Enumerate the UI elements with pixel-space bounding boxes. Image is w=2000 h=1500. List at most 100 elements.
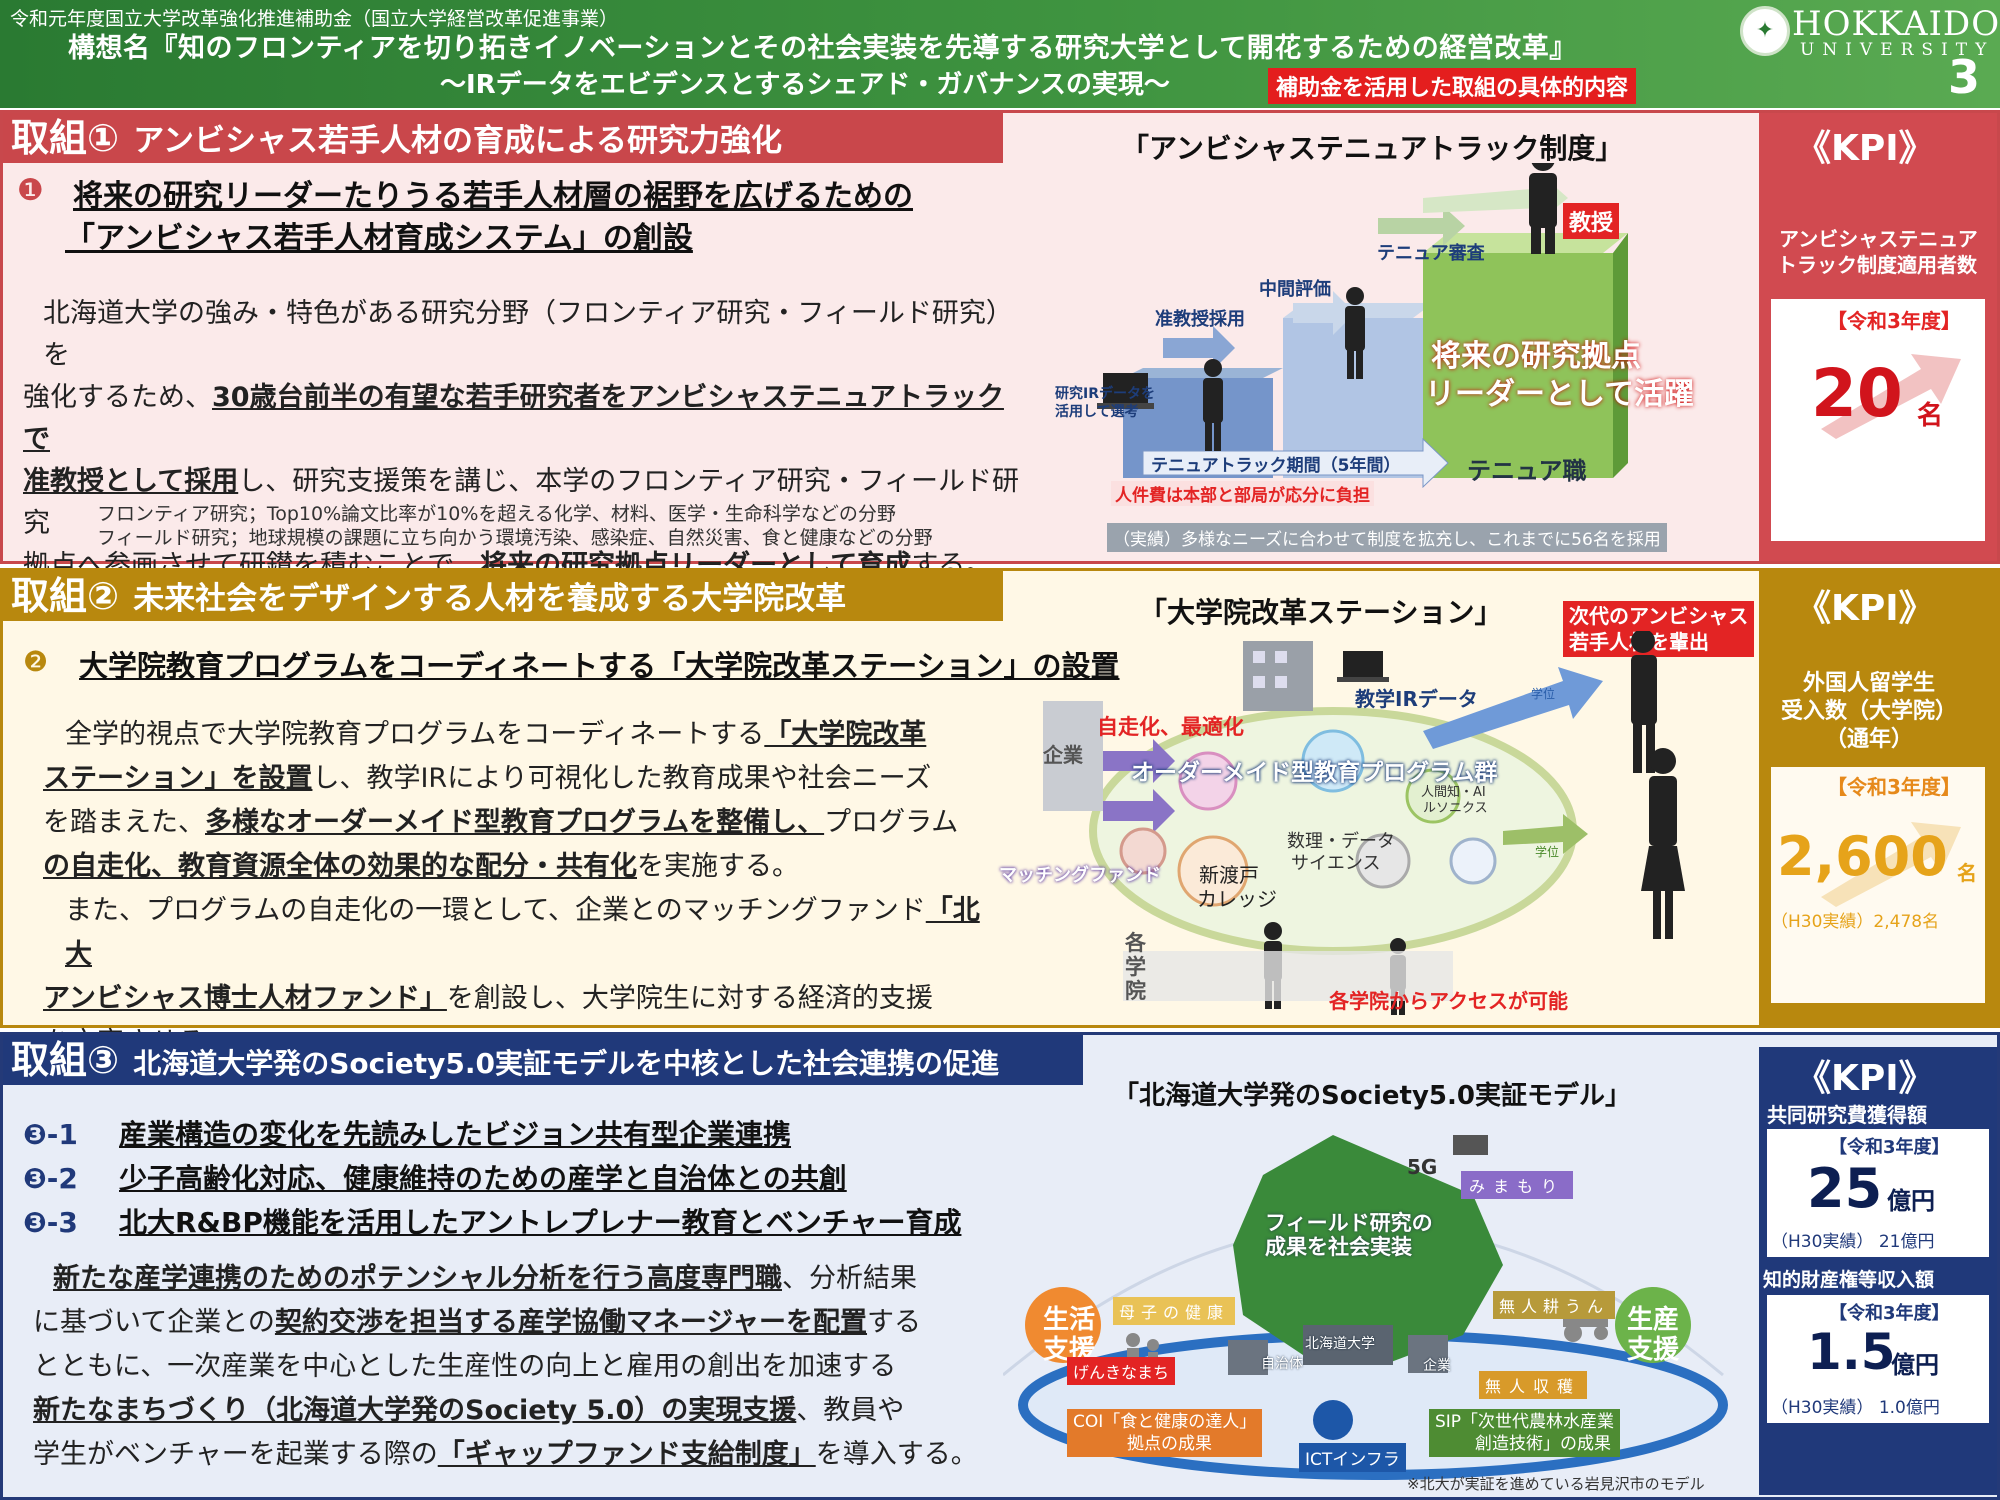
label-datasci2: サイエンス bbox=[1291, 853, 1381, 874]
s2-line6a: アンビシャス博士人材ファンド」 bbox=[43, 983, 447, 1014]
label-tenure-post: テニュア職 bbox=[1467, 457, 1587, 485]
label-field2: 成果を社会実装 bbox=[1265, 1235, 1412, 1259]
s3-line1a: 新たな産学連携のためのポテンシャル分析を行う高度専門職 bbox=[53, 1263, 782, 1294]
s3-line4: 新たなまちづくり（北海道大学発のSociety 5.0）の実現支援、教員や bbox=[33, 1389, 1013, 1433]
kpi-3-panel: 《KPI》 共同研究費獲得額 【令和3年度】 25 億円 （H30実績） 21億… bbox=[1759, 1047, 1997, 1495]
kpi-2-unit: 名 bbox=[1957, 861, 1977, 885]
label-coi: COI「食と健康の達人」 拠点の成果 bbox=[1067, 1409, 1263, 1457]
kpi-1-label1: アンビシャステニュア bbox=[1779, 227, 1978, 251]
s2-line5: また、プログラムの自走化の一環として、企業とのマッチングファンド「北大 bbox=[65, 889, 1003, 977]
s1-note-frontier: フロンティア研究；Top10%論文比率が10%を超える化学、材料、医学・生命科学… bbox=[97, 503, 896, 525]
s3-item-num: ❸-2 bbox=[23, 1162, 78, 1195]
kpi-3b-unit: 億円 bbox=[1891, 1351, 1939, 1379]
ict-icon bbox=[1313, 1400, 1353, 1440]
s1-note-field: フィールド研究；地球規模の課題に立ち向かう環境汚染、感染症、自然災害、食と健康な… bbox=[97, 527, 933, 549]
page-subtitle: ～IRデータをエビデンスとするシェアド・ガバナンスの実現～ bbox=[440, 70, 1170, 100]
label-mid-eval: 中間評価 bbox=[1259, 279, 1331, 300]
bullet-1-icon: ❶ bbox=[17, 173, 44, 208]
s1-line1: 北海道大学の強み・特色がある研究分野（フロンティア研究・フィールド研究）を bbox=[43, 298, 1013, 371]
label-5g: 5G bbox=[1407, 1155, 1438, 1179]
s2-heading: 大学院教育プログラムをコーディネートする「大学院改革ステーション」の設置 bbox=[79, 649, 1120, 683]
page-number: 3 bbox=[1948, 50, 1981, 104]
company-icon bbox=[1408, 1335, 1448, 1373]
kpi-1-box: 【令和3年度】 20 名 bbox=[1771, 299, 1985, 541]
person-icon bbox=[1641, 748, 1685, 939]
kpi-3b-label: 知的財産権等収入額 bbox=[1763, 1269, 1935, 1291]
label-life1: 生活 bbox=[1043, 1305, 1096, 1335]
person-icon bbox=[1529, 163, 1557, 254]
label-period: テニュアトラック期間（5年間） bbox=[1151, 456, 1401, 476]
s2-line2: ステーション」を設置し、教学IRにより可視化した教育成果や社会ニーズ bbox=[43, 757, 1003, 801]
label-genki: げんきなまち bbox=[1067, 1357, 1176, 1385]
label-degree-1: 学位 bbox=[1531, 687, 1556, 701]
kpi-1-value: 20 bbox=[1811, 355, 1903, 432]
kpi-3a-unit: 億円 bbox=[1887, 1187, 1935, 1215]
kpi-2-panel: 《KPI》 外国人留学生 受入数（大学院） （通年） 【令和3年度】 2,600… bbox=[1759, 571, 1997, 1025]
kpi-1-unit: 名 bbox=[1917, 401, 1944, 431]
label-ict: ICTインフラ bbox=[1299, 1443, 1406, 1472]
s3-line4b: 、教員や bbox=[796, 1395, 905, 1426]
label-company: 企業 bbox=[1043, 743, 1083, 767]
label-ir-use1: 研究IRデータを bbox=[1055, 386, 1155, 402]
s3-item-list: ❸-1 産業構造の変化を先読みしたビジョン共有型企業連携 ❸-2 少子高齢化対応、健… bbox=[23, 1113, 961, 1245]
kpi-3b-value: 1.5 bbox=[1807, 1323, 1896, 1381]
bullet-2-icon: ❷ bbox=[23, 645, 49, 678]
person-icon bbox=[1203, 359, 1223, 451]
initiative-2-number: 取組② bbox=[11, 574, 120, 618]
campus-building-icon bbox=[1303, 1325, 1393, 1365]
company-building-icon bbox=[1043, 701, 1103, 811]
label-each-school: 各学院 bbox=[1125, 931, 1146, 1003]
kpi-3a-year: 【令和3年度】 bbox=[1829, 1137, 1950, 1158]
s3-line2b: 契約交渉を担当する産学協働マネージャーを配置 bbox=[274, 1307, 868, 1338]
s3-line5b: 「ギャップファンド支給制度」 bbox=[437, 1439, 816, 1470]
s3-item-text: 少子高齢化対応、健康維持のための産学と自治体との共創 bbox=[119, 1162, 847, 1195]
label-assoc-hire: 准教授採用 bbox=[1155, 309, 1245, 330]
s1-line3: 准教授として採用し、研究支援策を講じ、本学のフロンティア研究・フィールド研究 bbox=[23, 461, 1023, 545]
kpi-3a-prev: （H30実績） 21億円 bbox=[1771, 1232, 1935, 1252]
laptop-icon bbox=[1103, 373, 1148, 403]
s1-line2b: 30歳台前半の有望な若手研究者をアンビシャステニュアトラックで bbox=[23, 382, 1004, 455]
label-sip: SIP「次世代農林水産業 創造技術」の成果 bbox=[1429, 1409, 1621, 1457]
s2-body: 全学的視点で大学院教育プログラムをコーディネートする「大学院改革 ステーション」… bbox=[43, 713, 1003, 1065]
s3-item-num: ❸-1 bbox=[23, 1118, 78, 1151]
life-support-badge bbox=[1025, 1287, 1101, 1363]
initiative-3-number: 取組③ bbox=[11, 1038, 120, 1082]
s2-line2b: し、教学IRにより可視化した教育成果や社会ニーズ bbox=[312, 763, 932, 794]
s3-footnote: ※北大が実証を進めている岩見沢市のモデル bbox=[1407, 1475, 1705, 1493]
kpi-3a-box: 【令和3年度】 25 億円 （H30実績） 21億円 bbox=[1767, 1129, 1989, 1257]
label-cost: 人件費は本部と部局が応分に負担 bbox=[1111, 481, 1374, 506]
kpi-2-box: 【令和3年度】 2,600 名 （H30実績）2,478名 bbox=[1771, 767, 1985, 1003]
label-access: 各学院からアクセスが可能 bbox=[1329, 989, 1568, 1013]
kpi-1-head: 《KPI》 bbox=[1795, 128, 1935, 169]
up-arrow-icon bbox=[1821, 354, 1961, 439]
s2-line6: アンビシャス博士人材ファンド」を創設し、大学院生に対する経済的支援 bbox=[43, 977, 1003, 1021]
university-seal-icon: ✦ bbox=[1740, 6, 1790, 56]
s3-item-text: 北大R&BP機能を活用したアントレプレナー教育とベンチャー育成 bbox=[119, 1206, 962, 1239]
s1-body: 北海道大学の強み・特色がある研究分野（フロンティア研究・フィールド研究）を 強化… bbox=[23, 293, 1023, 587]
kpi-1-panel: 《KPI》 アンビシャステニュア トラック制度適用者数 【令和3年度】 20 名 bbox=[1759, 113, 1997, 561]
s1-line2a: 強化するため、 bbox=[23, 382, 212, 413]
s3-line2c: する bbox=[867, 1307, 922, 1338]
kpi-1-label2: トラック制度適用者数 bbox=[1777, 253, 1977, 277]
s2-line1a: 全学的視点で大学院教育プログラムをコーディネートする bbox=[65, 719, 765, 750]
label-nitobe1: 新渡戸 bbox=[1199, 863, 1259, 887]
kpi-2-label1: 外国人留学生 bbox=[1803, 671, 1936, 696]
label-driverless: 無人耕うん bbox=[1493, 1291, 1616, 1319]
s3-line5: 学生がベンチャーを起業する際の「ギャップファンド支給制度」を導入する。 bbox=[33, 1433, 1013, 1477]
page-header: 令和元年度国立大学改革強化推進補助金（国立大学経営改革促進事業） 構想名『知のフ… bbox=[0, 0, 2000, 108]
kpi-3a-label: 共同研究費獲得額 bbox=[1767, 1103, 1927, 1127]
label-mimamori: みまもり bbox=[1461, 1171, 1574, 1199]
s2-line5b: 「北大 bbox=[65, 895, 980, 970]
label-prod1: 生産 bbox=[1627, 1305, 1680, 1335]
s3-item-text: 産業構造の変化を先読みしたビジョン共有型企業連携 bbox=[119, 1118, 792, 1151]
hokkaido-map-icon bbox=[1233, 1135, 1503, 1365]
kpi-3a-value: 25 bbox=[1807, 1157, 1883, 1220]
s3-line1b: 、分析結果 bbox=[782, 1263, 917, 1294]
